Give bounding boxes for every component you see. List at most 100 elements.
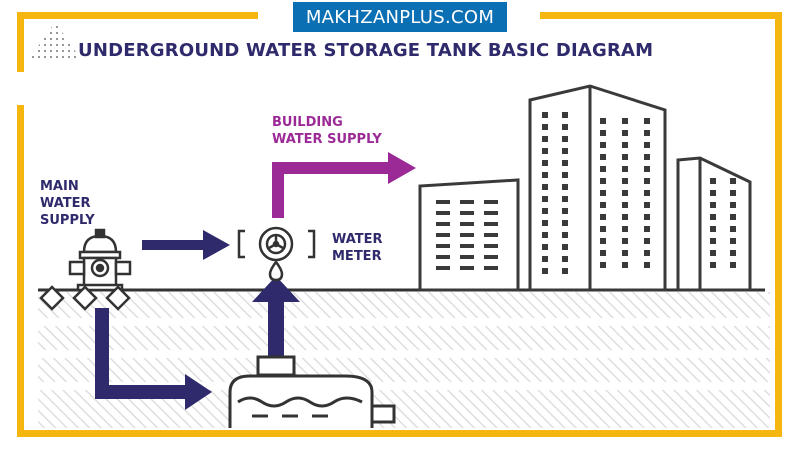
building-window <box>644 118 650 124</box>
building-window <box>562 196 568 202</box>
building-window <box>600 226 606 232</box>
building-window <box>600 238 606 244</box>
building-window <box>644 166 650 172</box>
building-window <box>542 136 548 142</box>
building-window <box>730 178 736 184</box>
building-window <box>542 256 548 262</box>
building-window <box>542 112 548 118</box>
building-window <box>710 202 716 208</box>
building-window <box>562 148 568 154</box>
building-window <box>622 178 628 184</box>
building-window <box>730 238 736 244</box>
building-window <box>562 112 568 118</box>
building-window <box>600 118 606 124</box>
building-window <box>562 232 568 238</box>
building-window <box>460 200 474 204</box>
site-badge-text: MAKHZANPLUS.COM <box>305 6 495 28</box>
building-window <box>484 233 498 237</box>
fire-hydrant-icon <box>68 228 132 292</box>
main-supply-line-3: SUPPLY <box>40 213 95 228</box>
site-badge: MAKHZANPLUS.COM <box>293 2 507 32</box>
main-supply-line-2: WATER <box>40 196 91 211</box>
ground-stripes <box>38 318 770 390</box>
building-window <box>622 250 628 256</box>
building-window <box>484 255 498 259</box>
building-window <box>622 154 628 160</box>
building-window <box>730 262 736 268</box>
building-supply-line-1: BUILDING <box>272 115 343 130</box>
building-window <box>710 190 716 196</box>
building-window <box>562 208 568 214</box>
main-to-tank-arrow <box>95 308 212 410</box>
building-window <box>644 142 650 148</box>
building-window <box>436 211 450 215</box>
building-window <box>622 262 628 268</box>
building-window <box>542 172 548 178</box>
main-to-meter-arrow <box>142 230 230 260</box>
building-window <box>562 160 568 166</box>
building-window <box>542 244 548 250</box>
building-window <box>600 130 606 136</box>
building-window <box>644 214 650 220</box>
water-meter-line-2: METER <box>332 249 382 264</box>
building-window <box>730 226 736 232</box>
building-window <box>644 130 650 136</box>
building-window <box>622 142 628 148</box>
water-meter-icon <box>237 226 316 282</box>
building-window <box>484 266 498 270</box>
building-window <box>710 238 716 244</box>
building-window <box>436 222 450 226</box>
diagram-title: UNDERGROUND WATER STORAGE TANK BASIC DIA… <box>78 40 654 61</box>
building-window <box>730 250 736 256</box>
building-window <box>600 190 606 196</box>
building-window <box>436 266 450 270</box>
yellow-frame <box>17 12 782 437</box>
water-tank-icon <box>228 355 396 428</box>
valve-diamonds <box>39 285 131 311</box>
building-window <box>562 244 568 250</box>
building-window <box>710 178 716 184</box>
building-window <box>562 220 568 226</box>
water-meter-line-1: WATER <box>332 232 383 247</box>
building-window <box>644 226 650 232</box>
building-window <box>600 250 606 256</box>
building-window <box>644 178 650 184</box>
building-window <box>460 255 474 259</box>
building-window <box>600 166 606 172</box>
building-window <box>542 160 548 166</box>
building-window <box>600 178 606 184</box>
building-window <box>622 130 628 136</box>
building-window <box>484 200 498 204</box>
building-window <box>644 250 650 256</box>
building-window <box>622 226 628 232</box>
dotted-triangle-decoration <box>30 22 80 58</box>
building-window <box>460 211 474 215</box>
building-window <box>542 232 548 238</box>
water-meter-label: WATER METER <box>332 231 383 265</box>
building-window <box>542 196 548 202</box>
building-window <box>460 233 474 237</box>
building-window <box>562 268 568 274</box>
building-windows <box>436 112 736 274</box>
building-window <box>484 244 498 248</box>
buildings-icon <box>418 84 752 292</box>
building-window <box>710 262 716 268</box>
building-window <box>562 256 568 262</box>
building-water-supply-label: BUILDING WATER SUPPLY <box>272 114 382 148</box>
building-window <box>644 154 650 160</box>
building-window <box>562 124 568 130</box>
building-window <box>622 190 628 196</box>
building-window <box>600 154 606 160</box>
building-window <box>562 184 568 190</box>
meter-to-building-arrow <box>272 152 416 218</box>
building-window <box>644 262 650 268</box>
building-window <box>460 266 474 270</box>
building-window <box>600 214 606 220</box>
building-window <box>644 202 650 208</box>
building-window <box>542 208 548 214</box>
building-window <box>436 233 450 237</box>
building-window <box>730 202 736 208</box>
building-window <box>562 172 568 178</box>
building-window <box>710 214 716 220</box>
